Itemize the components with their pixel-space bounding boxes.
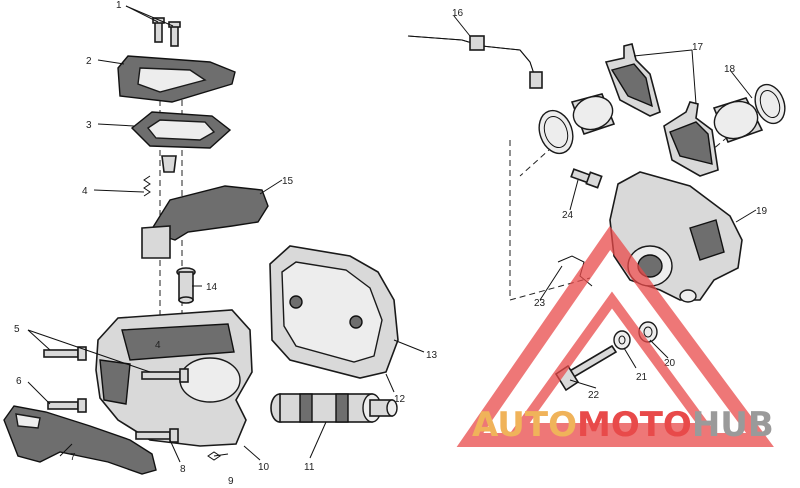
piston-seal-right-inner: [759, 89, 781, 119]
callout-22: 22: [588, 390, 600, 401]
warning-triangle-icon: [456, 225, 774, 447]
callout-8: 8: [180, 464, 186, 475]
caliper-mount-hole: [679, 289, 697, 303]
watermark-hub: HUB: [692, 405, 774, 445]
bleeder-valve: [570, 168, 603, 189]
callout-11: 11: [304, 462, 315, 473]
diaphragm-inner: [146, 119, 216, 141]
reservoir-cover-window: [137, 67, 207, 93]
hose-fitting: [469, 35, 485, 51]
watermark-auto: AUTO: [472, 405, 577, 445]
callout-5: 5: [14, 324, 20, 335]
hand-lever: [3, 405, 157, 475]
hand-lever-badge: [15, 413, 41, 429]
brake-pad-inner: [663, 101, 719, 177]
body-side-shade: [99, 359, 131, 405]
washer-21: [613, 330, 631, 350]
reservoir-mark: 4: [155, 340, 161, 351]
callout-24: 24: [562, 210, 574, 221]
callout-17: 17: [692, 42, 704, 53]
callout-23: 23: [534, 298, 546, 309]
lever-screw: [135, 428, 179, 443]
caliper-piston-right: [712, 97, 764, 144]
callout-21: 21: [636, 372, 648, 383]
mounting-screw-a: [43, 346, 87, 361]
brake-lever-blade: [148, 185, 269, 241]
caliper-window: [689, 219, 725, 261]
watermark-moto: MOTO: [577, 405, 692, 445]
warning-triangle-inner: [510, 291, 716, 433]
mounting-screw-b: [141, 368, 189, 383]
callout-12: 12: [394, 394, 406, 405]
callout-9: 9: [228, 476, 234, 487]
piston-seal-right: [754, 83, 786, 125]
caliper-piston-left: [570, 93, 616, 136]
watermark: AUTOMOTOHUB: [456, 225, 774, 447]
callout-14: 14: [206, 282, 218, 293]
master-piston: [270, 393, 398, 423]
leader-lines: [27, 5, 757, 463]
callout-19: 19: [756, 206, 768, 217]
brake-pad-outer: [604, 43, 661, 117]
callout-13: 13: [426, 350, 438, 361]
handlebar-clamp-bore: [179, 357, 241, 403]
piston-seal-left: [538, 109, 574, 155]
cover-gasket: [281, 261, 383, 363]
lever-pivot-block: [141, 225, 171, 259]
caliper-body: [609, 171, 743, 301]
callout-18: 18: [724, 64, 736, 75]
callout-3: 3: [86, 120, 92, 131]
cover-screws: [152, 17, 181, 47]
retaining-clip: [207, 451, 221, 461]
callout-20: 20: [664, 358, 676, 369]
reservoir-opening: [121, 323, 235, 361]
callout-1: 1: [116, 0, 122, 11]
caliper-axis: [509, 277, 591, 301]
callout-4: 4: [82, 186, 88, 197]
cover-hole: [289, 295, 303, 309]
callout-10: 10: [258, 462, 270, 473]
callout-7: 7: [70, 452, 76, 463]
piston-axis: [519, 139, 561, 177]
diaphragm-plug: [161, 155, 177, 173]
callout-15: 15: [282, 176, 294, 187]
banjo-fitting: [529, 71, 543, 89]
svg-text:AUTOMOTOHUB: AUTOMOTOHUB: [472, 405, 774, 445]
clamp-screw: [47, 398, 87, 413]
washer-20-hole: [643, 326, 653, 338]
callout-6: 6: [16, 376, 22, 387]
callout-2: 2: [86, 56, 92, 67]
piston-seal-left-inner: [543, 116, 569, 148]
washer-21-hole: [618, 335, 626, 345]
callout-16: 16: [452, 8, 464, 19]
pivot-pin: [176, 267, 196, 304]
brake-hose-inner: [407, 35, 537, 81]
cover-hole: [349, 315, 363, 329]
callout-labels: 1 2 3 4 5 6 7 8 9 10 11 12 13 14 15 16 1…: [14, 0, 768, 487]
lever-spring: [143, 175, 151, 197]
